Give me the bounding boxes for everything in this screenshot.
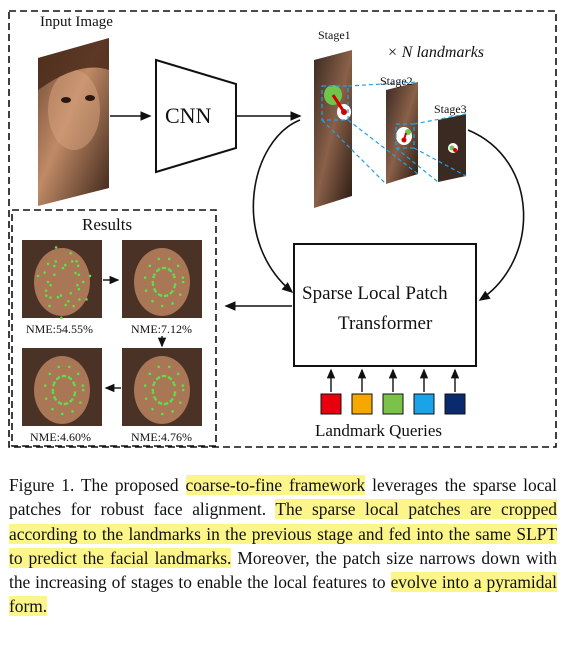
results-frame xyxy=(11,209,217,447)
caption-prefix: Figure 1. The proposed xyxy=(9,475,186,495)
result-nme-4: NME:4.76% xyxy=(131,430,192,444)
cnn-block xyxy=(155,58,237,174)
input-image-label: Input Image xyxy=(40,14,113,30)
caption-highlight-1: coarse-to-fine framework xyxy=(185,475,366,495)
result-nme-3: NME:4.60% xyxy=(30,430,91,444)
landmarks-label: × N landmarks xyxy=(387,44,485,61)
landmark-query-4 xyxy=(413,393,435,415)
results-title: Results xyxy=(82,215,133,234)
landmark-query-2 xyxy=(351,393,373,415)
stage2-label: Stage2 xyxy=(380,74,413,88)
result-thumb-1 xyxy=(22,240,102,318)
cnn-label: CNN xyxy=(165,103,212,128)
result-thumb-3 xyxy=(22,348,102,426)
landmark-query-1 xyxy=(320,393,342,415)
stage1-label: Stage1 xyxy=(318,28,351,42)
queries-label: Landmark Queries xyxy=(315,421,442,440)
landmark-query-5 xyxy=(444,393,466,415)
result-nme-1: NME:54.55% xyxy=(26,322,93,336)
figure-diagram: Input Image CNN Stage1 Stage2 Stage3 × N… xyxy=(8,10,557,448)
slpt-label-line1: Sparse Local Patch xyxy=(302,283,448,304)
landmark-query-3 xyxy=(382,393,404,415)
outer-frame xyxy=(8,10,557,448)
caption-text-2: leverages the sparse local patches for r… xyxy=(9,475,557,520)
result-nme-2: NME:7.12% xyxy=(131,322,192,336)
stage1-patch xyxy=(314,50,352,208)
slpt-label-line2: Transformer xyxy=(338,313,433,334)
figure-caption: Figure 1. The proposed coarse-to-fine fr… xyxy=(9,473,557,619)
stage3-label: Stage3 xyxy=(434,102,467,116)
caption-text-3: Moreover, the patch size narrows down wi… xyxy=(9,547,557,593)
diagram-canvas xyxy=(8,10,557,448)
slpt-block xyxy=(293,243,477,367)
